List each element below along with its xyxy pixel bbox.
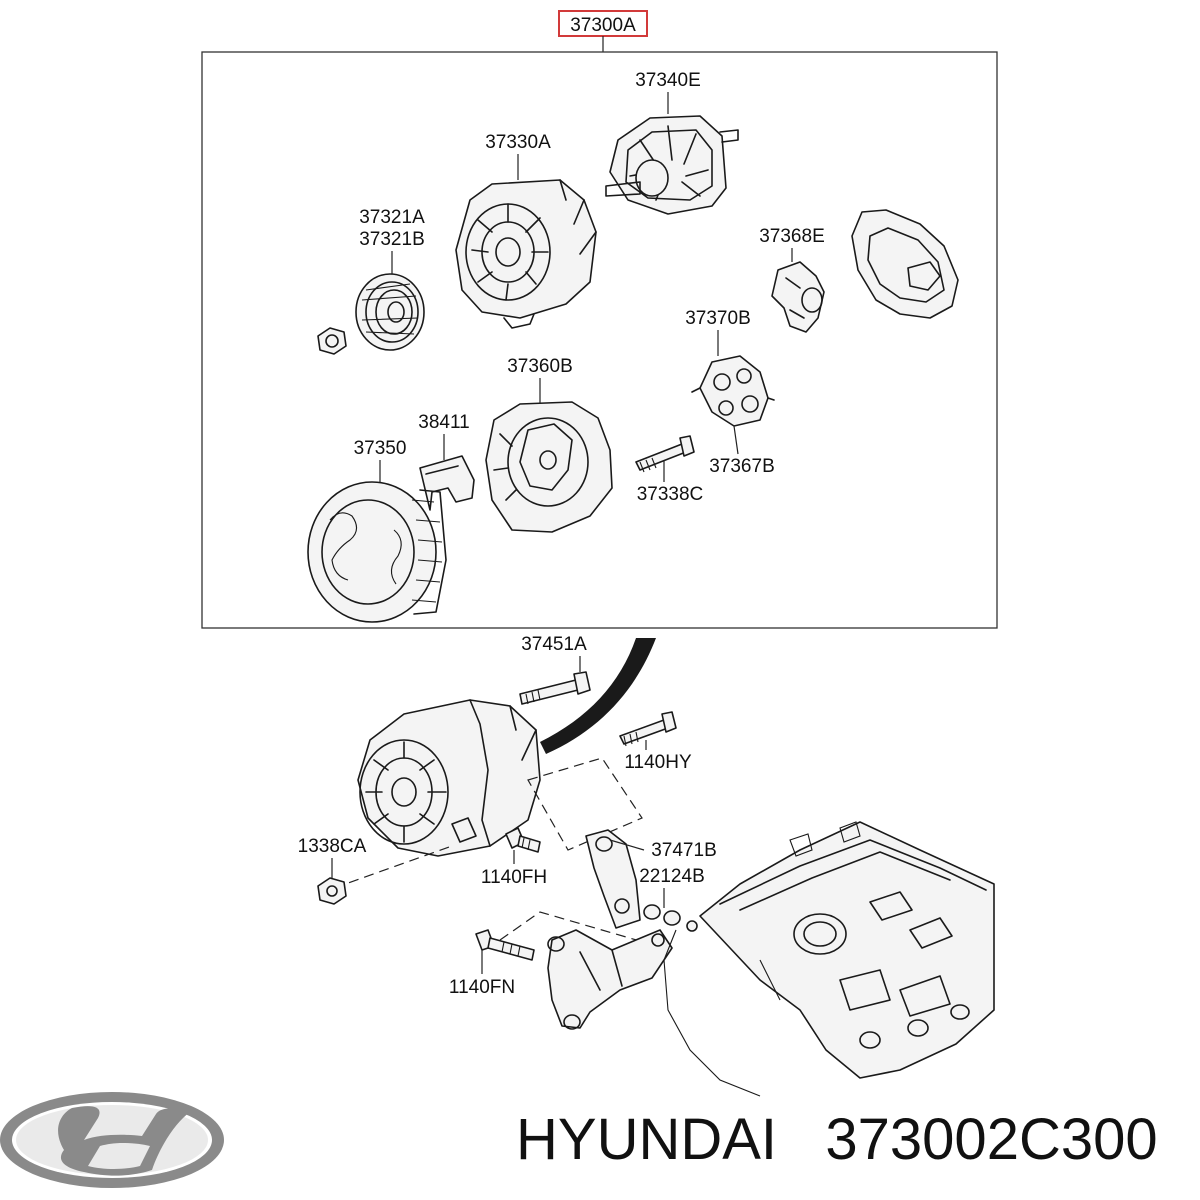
rear-housing-part[interactable] [485, 401, 613, 533]
rectifier-part[interactable] [691, 355, 775, 427]
label-37471B: 37471B [651, 840, 717, 861]
label-37338C: 37338C [637, 484, 704, 505]
pulley-part[interactable] [355, 273, 425, 351]
label-37367B: 37367B [709, 456, 775, 477]
guide-line-nut [333, 845, 453, 889]
caption-spacer [793, 1107, 809, 1173]
engine-block-part[interactable] [699, 821, 995, 1079]
rotor-part[interactable] [605, 115, 739, 215]
mounting-bracket-part[interactable] [547, 929, 673, 1030]
bolt-1140FH-part[interactable] [505, 827, 541, 853]
label-37350: 37350 [354, 438, 407, 459]
label-37321A: 37321A [359, 207, 425, 228]
label-37368E: 37368E [759, 226, 825, 247]
assembly-label-group[interactable]: 37300A [558, 10, 648, 37]
through-bolt-part[interactable] [635, 435, 695, 473]
nut-1338CA-part[interactable] [317, 877, 347, 905]
regulator-part[interactable] [771, 261, 825, 333]
label-22124B: 22124B [639, 866, 705, 887]
front-housing-part[interactable] [455, 179, 597, 329]
label-37340E: 37340E [635, 70, 701, 91]
label-1338CA: 1338CA [298, 836, 367, 857]
guide-line-upper [527, 757, 643, 851]
assembly-label: 37300A [570, 15, 636, 36]
alternator-assembly-part[interactable] [357, 699, 541, 857]
assembly-frame [201, 51, 998, 629]
part-number: 373002C300 [825, 1107, 1158, 1172]
label-37321B: 37321B [359, 229, 425, 250]
drive-belt [540, 638, 656, 754]
label-37370B: 37370B [685, 308, 751, 329]
engine-outline-ghost [663, 929, 761, 1097]
pulley-nut-part[interactable] [317, 327, 347, 355]
hyundai-logo-icon [0, 1092, 224, 1188]
rear-cover-part[interactable] [851, 209, 959, 319]
guide-line-lower [499, 911, 665, 949]
label-37360B: 37360B [507, 356, 573, 377]
label-1140HY: 1140HY [624, 752, 692, 773]
stator-part[interactable] [307, 481, 447, 623]
bracket-38411-part[interactable] [419, 455, 475, 511]
bolt-1140FN-part[interactable] [475, 929, 535, 961]
label-38411: 38411 [418, 412, 469, 433]
sleeve-22124B-part[interactable] [643, 904, 698, 932]
label-1140FN: 1140FN [449, 977, 515, 998]
label-37330A: 37330A [485, 132, 551, 153]
brand-name: HYUNDAI [516, 1107, 778, 1172]
label-37451A: 37451A [521, 634, 587, 655]
bracket-37471B-part[interactable] [585, 829, 641, 929]
bolt-1140HY-part[interactable] [619, 711, 677, 747]
upper-bolt-part[interactable] [519, 671, 591, 705]
product-caption: HYUNDAI 373002C300 [516, 1107, 1158, 1173]
label-1140FH: 1140FH [481, 867, 547, 888]
